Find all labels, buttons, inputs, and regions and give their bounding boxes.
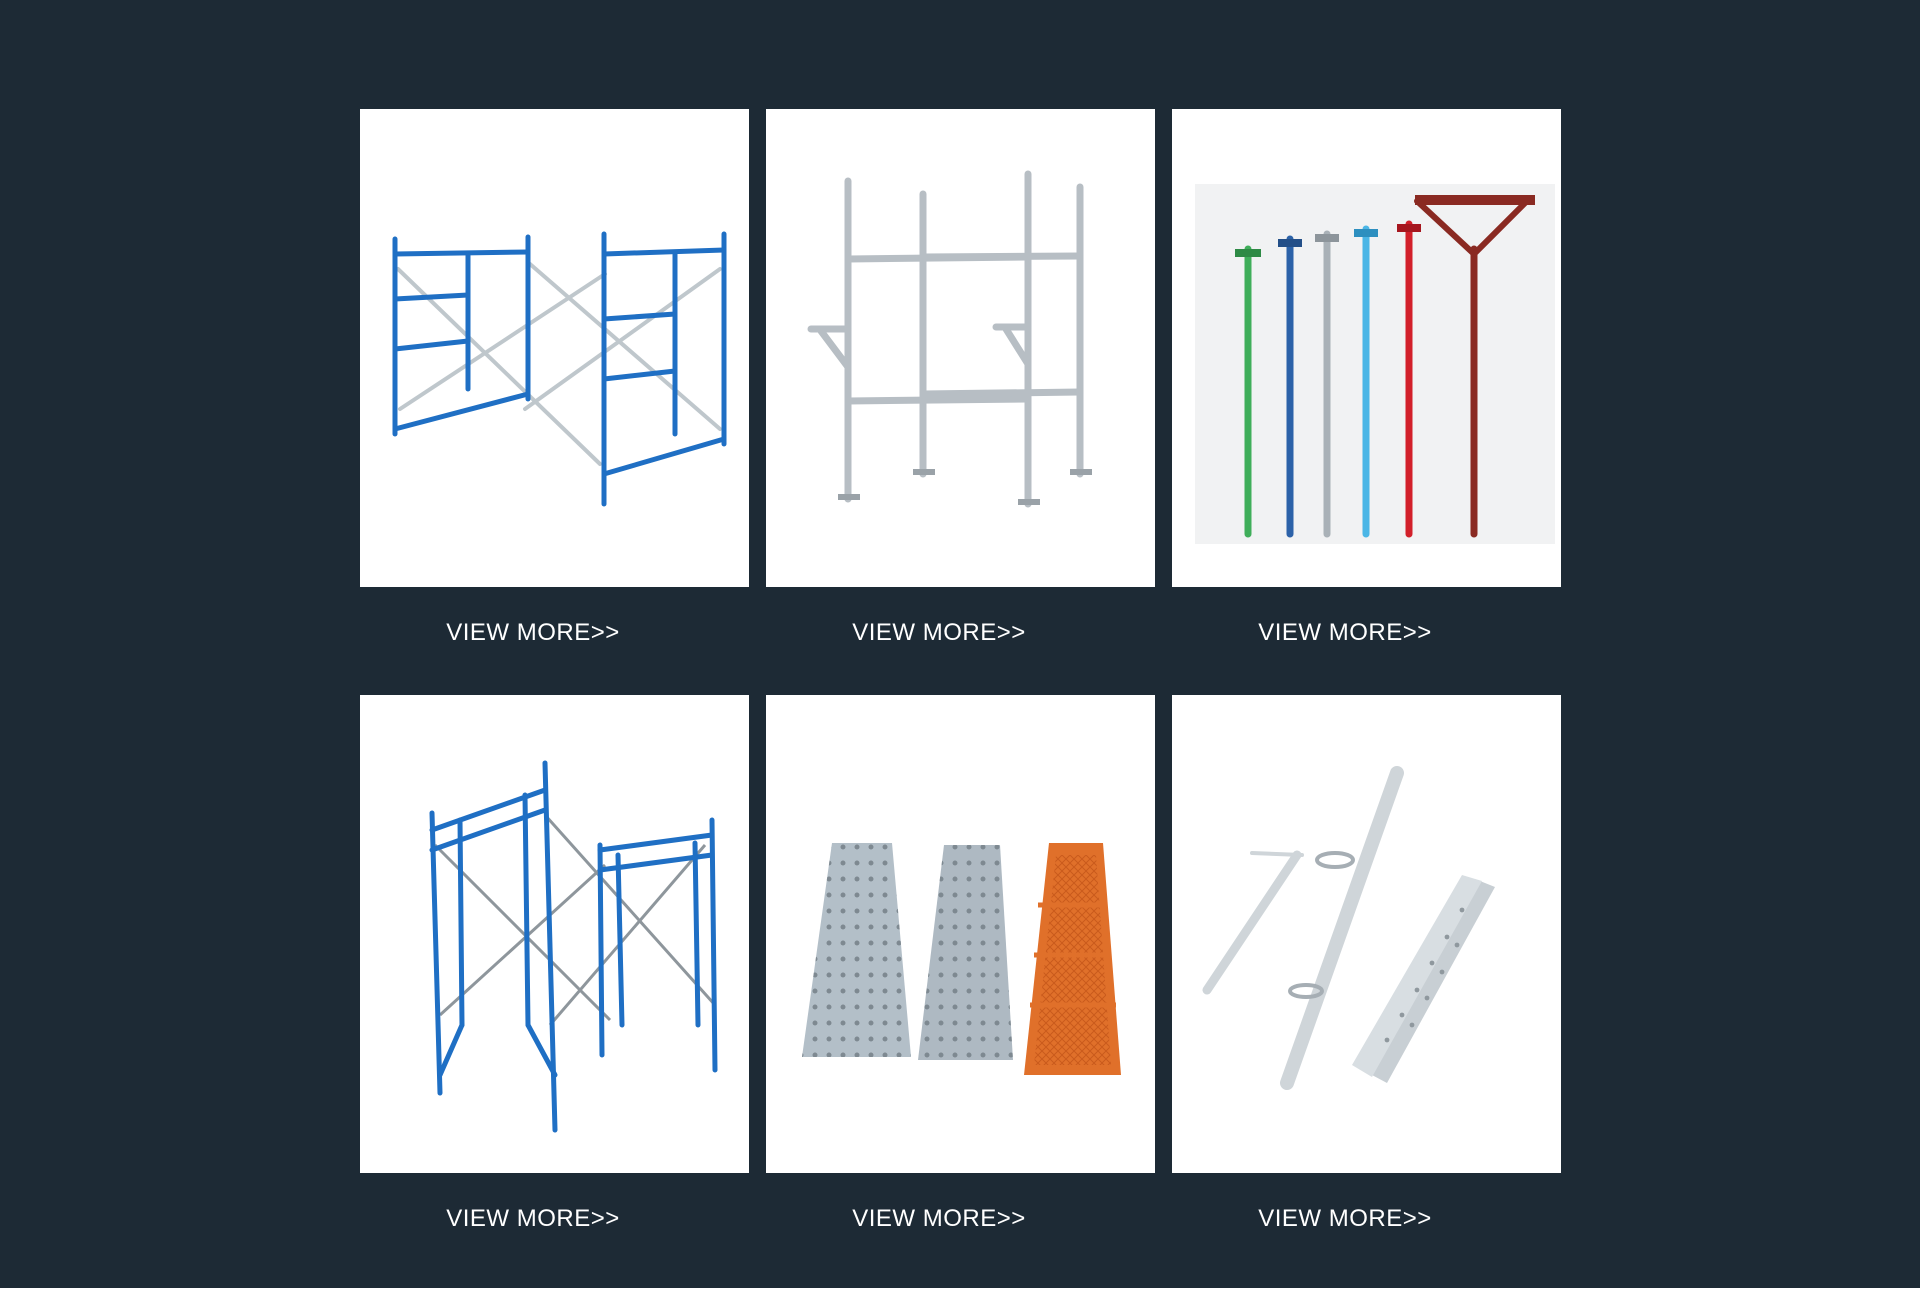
product-image-ladder-frame-scaffold[interactable]: [360, 695, 749, 1173]
product-card-6: VIEW MORE>>: [1172, 695, 1561, 1281]
galvanized-components-picture: [1202, 766, 1495, 1090]
product-image-galvanized-components[interactable]: [1172, 695, 1561, 1173]
frame-scaffold-picture: [392, 231, 727, 507]
product-card-4: VIEW MORE>>: [360, 695, 749, 1281]
view-more-link[interactable]: VIEW MORE>>: [852, 1205, 1026, 1232]
product-image-steel-props[interactable]: [1172, 109, 1561, 587]
ringlock-scaffold-picture: [807, 170, 1092, 508]
product-card-2: VIEW MORE>>: [766, 109, 1155, 695]
ladder-frame-scaffold-picture: [429, 760, 718, 1133]
view-more-link[interactable]: VIEW MORE>>: [446, 619, 620, 646]
product-card-5: VIEW MORE>>: [766, 695, 1155, 1281]
view-more-link[interactable]: VIEW MORE>>: [446, 1205, 620, 1232]
view-more-link[interactable]: VIEW MORE>>: [852, 619, 1026, 646]
steel-planks-picture: [802, 843, 1121, 1075]
product-grid: VIEW MORE>>: [360, 109, 1561, 1281]
product-image-frame-scaffold[interactable]: [360, 109, 749, 587]
product-image-steel-planks[interactable]: [766, 695, 1155, 1173]
product-card-1: VIEW MORE>>: [360, 109, 749, 695]
view-more-link[interactable]: VIEW MORE>>: [1258, 1205, 1432, 1232]
product-image-ringlock-scaffold[interactable]: [766, 109, 1155, 587]
view-more-link[interactable]: VIEW MORE>>: [1258, 619, 1432, 646]
bottom-divider: [0, 1288, 1920, 1292]
product-card-3: VIEW MORE>>: [1172, 109, 1561, 695]
steel-props-picture: [1195, 184, 1555, 544]
